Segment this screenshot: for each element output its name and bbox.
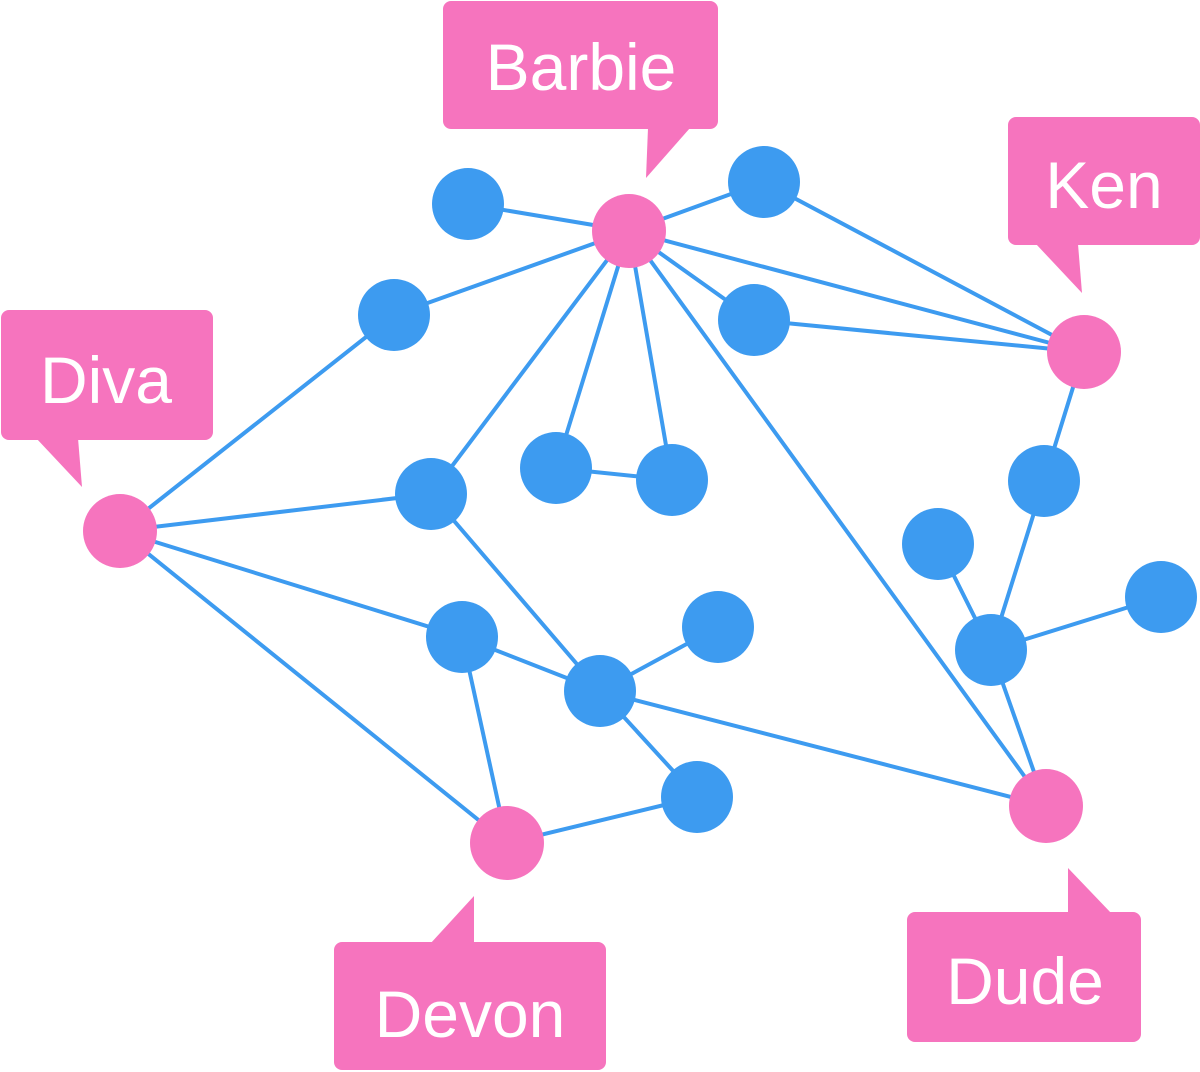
edge-barbie-n7 <box>429 229 631 496</box>
edge-n9-dude <box>598 689 1048 808</box>
node-n12 <box>1008 445 1080 517</box>
edge-barbie-n6 <box>627 229 674 482</box>
edge-n3-diva <box>118 313 396 533</box>
callout-dude: Dude <box>907 868 1141 1042</box>
callout-label-devon: Devon <box>375 977 566 1051</box>
node-n8 <box>426 601 498 673</box>
callout-pointer-dude <box>1068 868 1112 914</box>
node-n14 <box>955 614 1027 686</box>
edge-barbie-n5 <box>554 229 631 470</box>
callout-devon: Devon <box>334 896 606 1070</box>
node-n10 <box>682 591 754 663</box>
node-n7 <box>395 458 467 530</box>
node-diva <box>83 494 157 568</box>
edge-n7-n9 <box>429 492 602 693</box>
node-n9 <box>564 655 636 727</box>
edge-n4-ken <box>752 318 1086 354</box>
edges-layer <box>118 180 1163 845</box>
node-n13 <box>902 508 974 580</box>
node-dude <box>1009 769 1083 843</box>
node-n11 <box>661 761 733 833</box>
callout-box-diva <box>1 310 213 440</box>
node-n4 <box>718 284 790 356</box>
node-barbie <box>592 194 666 268</box>
callout-barbie: Barbie <box>443 1 718 178</box>
node-devon <box>470 806 544 880</box>
node-n3 <box>358 279 430 351</box>
node-n1 <box>432 168 504 240</box>
callout-box-ken <box>1008 117 1200 245</box>
edge-barbie-ken <box>627 229 1086 354</box>
callout-pointer-devon <box>430 896 474 944</box>
node-n5 <box>520 432 592 504</box>
callout-label-dude: Dude <box>946 944 1104 1018</box>
node-n15 <box>1125 561 1197 633</box>
edge-diva-n8 <box>118 529 464 639</box>
callout-label-ken: Ken <box>1045 148 1162 222</box>
edge-barbie-n3 <box>392 229 631 317</box>
callout-pointer-barbie <box>646 128 690 178</box>
nodes-layer <box>83 146 1197 880</box>
node-n6 <box>636 444 708 516</box>
node-n2 <box>728 146 800 218</box>
node-ken <box>1047 315 1121 389</box>
callout-box-devon <box>334 942 606 1070</box>
callout-ken: Ken <box>1008 117 1200 293</box>
edge-diva-devon <box>118 529 509 845</box>
callout-label-diva: Diva <box>40 343 172 417</box>
callout-diva: Diva <box>1 310 213 487</box>
callout-box-barbie <box>443 1 718 129</box>
callout-pointer-diva <box>36 438 82 487</box>
callout-pointer-ken <box>1036 244 1082 293</box>
callout-box-dude <box>907 912 1141 1042</box>
edge-barbie-dude <box>627 229 1048 808</box>
edge-n2-ken <box>762 180 1086 354</box>
edge-diva-n7 <box>118 492 433 533</box>
callout-label-barbie: Barbie <box>486 30 677 104</box>
